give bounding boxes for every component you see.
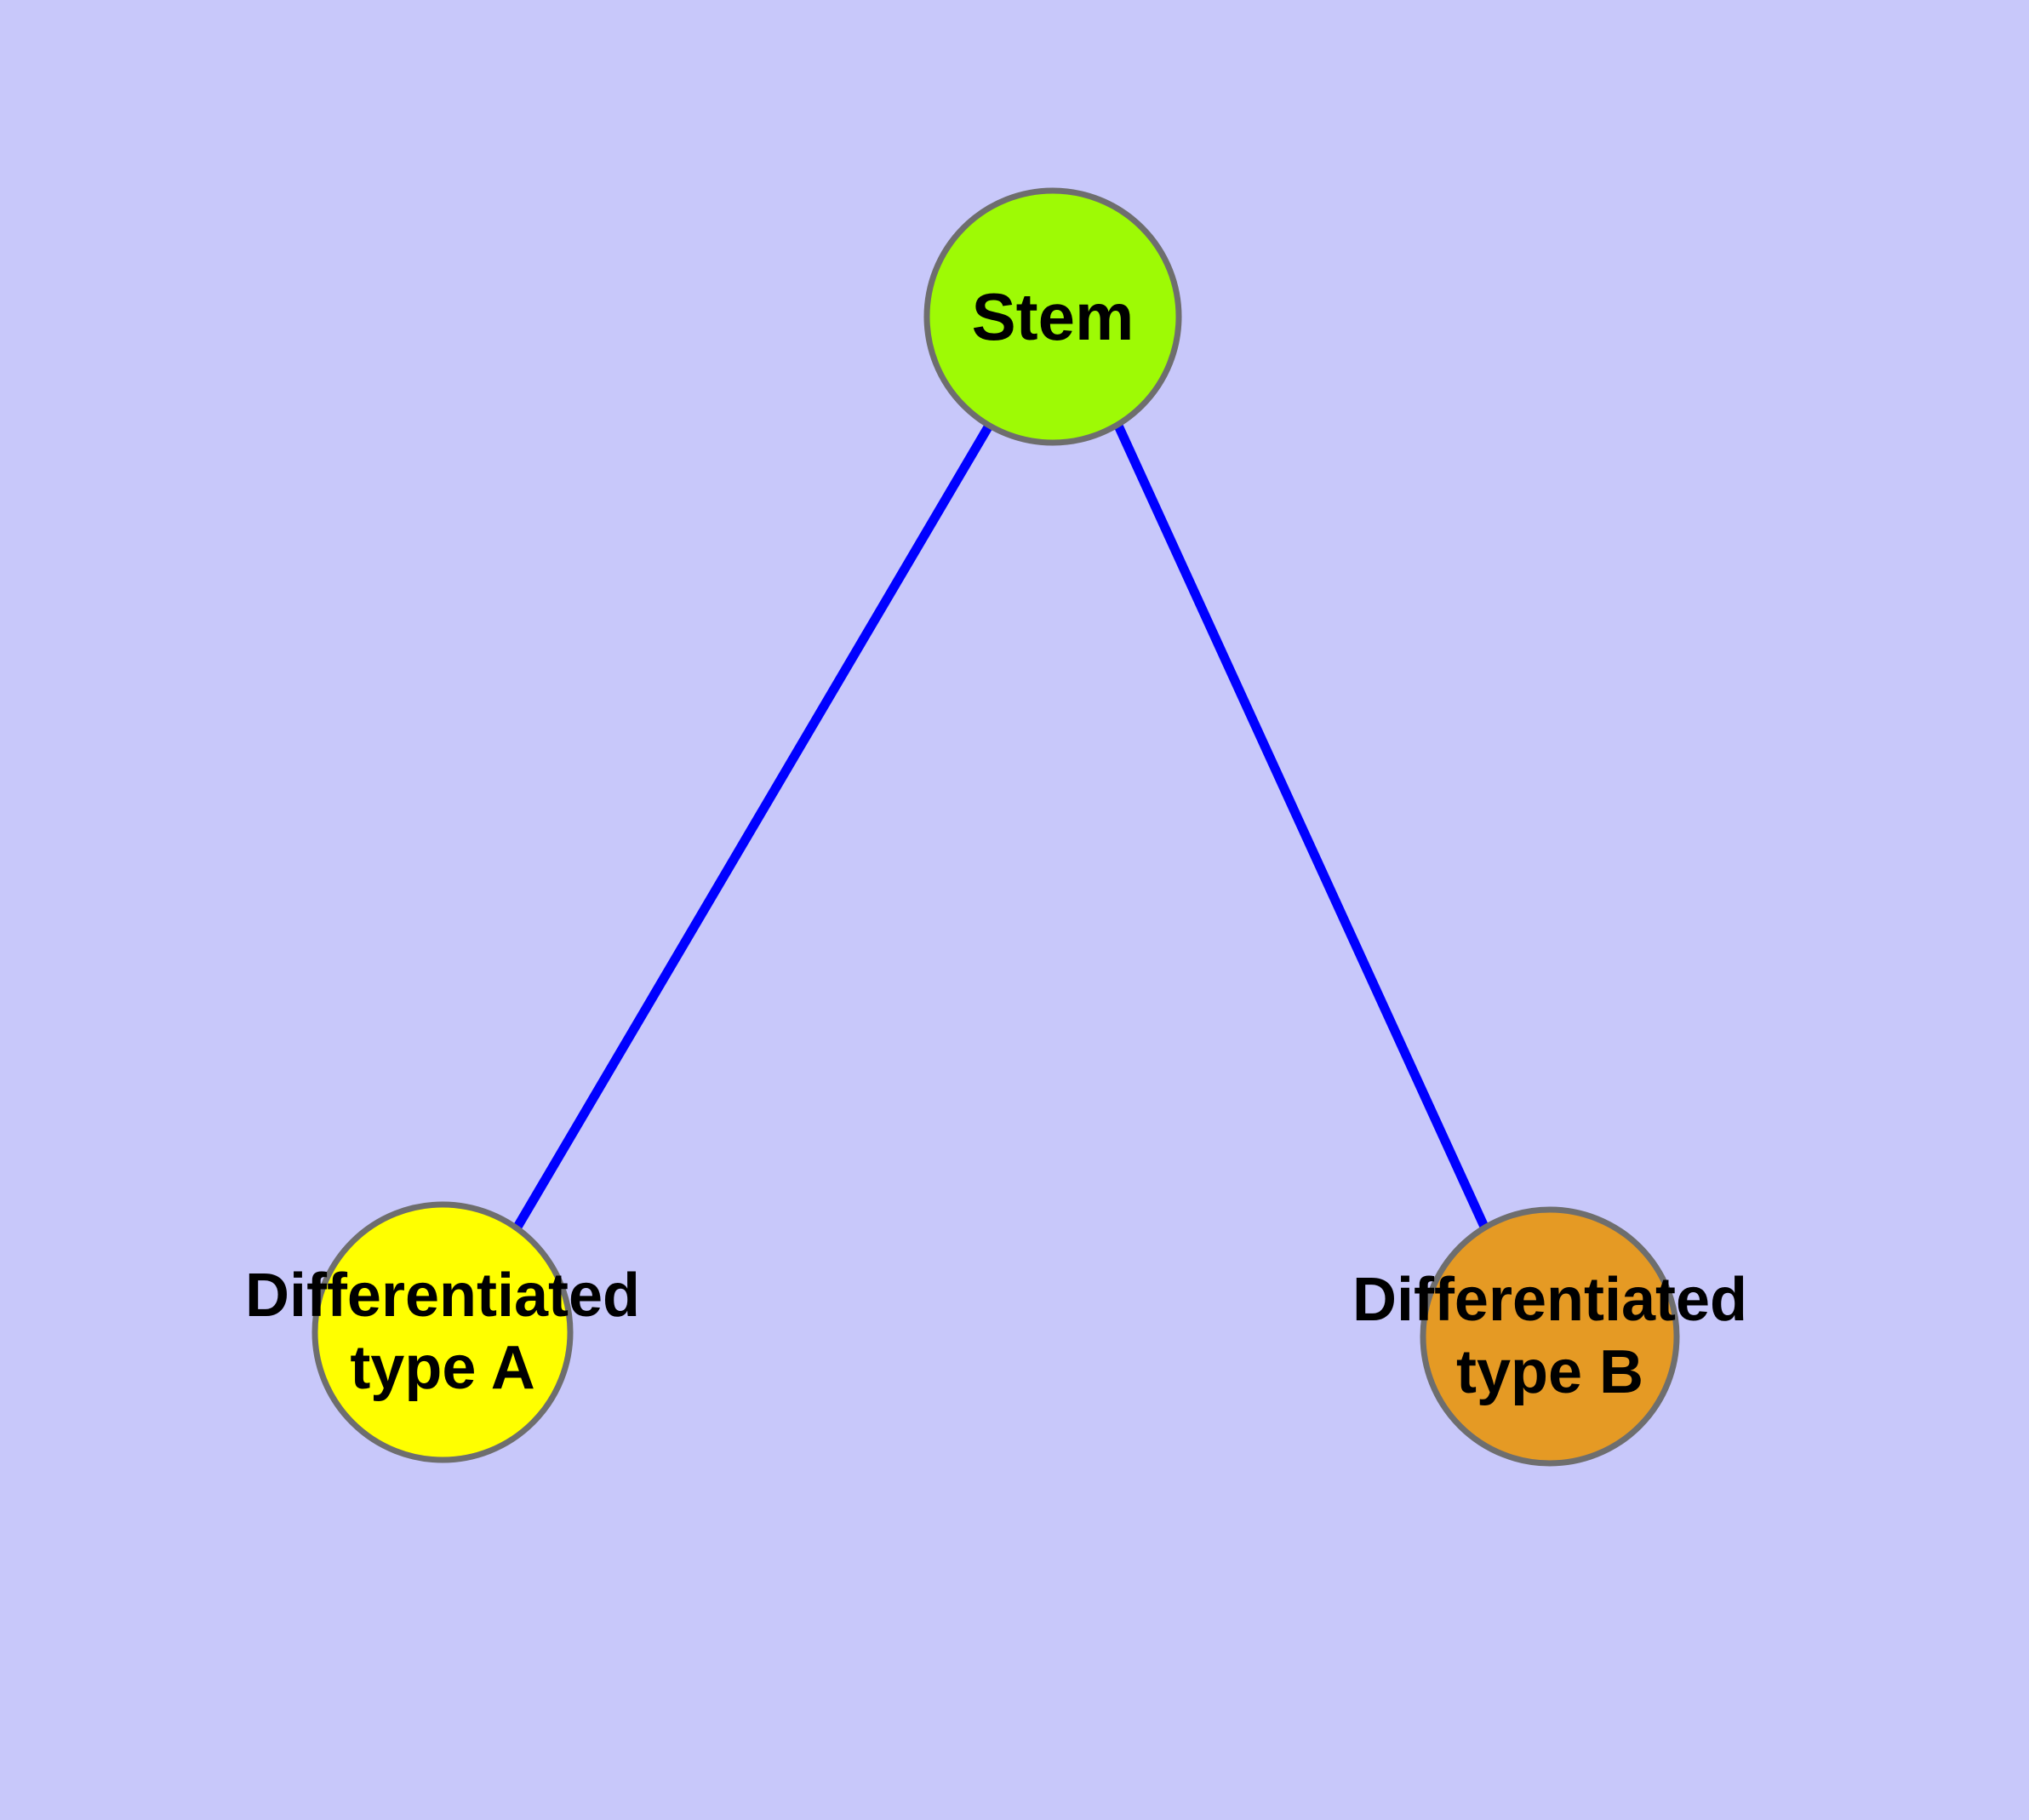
node-circle-stem[interactable] [923, 187, 1182, 446]
edge-stem-diff-a[interactable] [512, 423, 993, 1231]
node-circle-diff_b[interactable] [1420, 1206, 1680, 1467]
edge-stem-diff-b[interactable] [1113, 423, 1489, 1229]
node-circle-diff_a[interactable] [311, 1201, 574, 1463]
node-layer [311, 187, 1680, 1467]
edge-layer [512, 423, 1489, 1231]
